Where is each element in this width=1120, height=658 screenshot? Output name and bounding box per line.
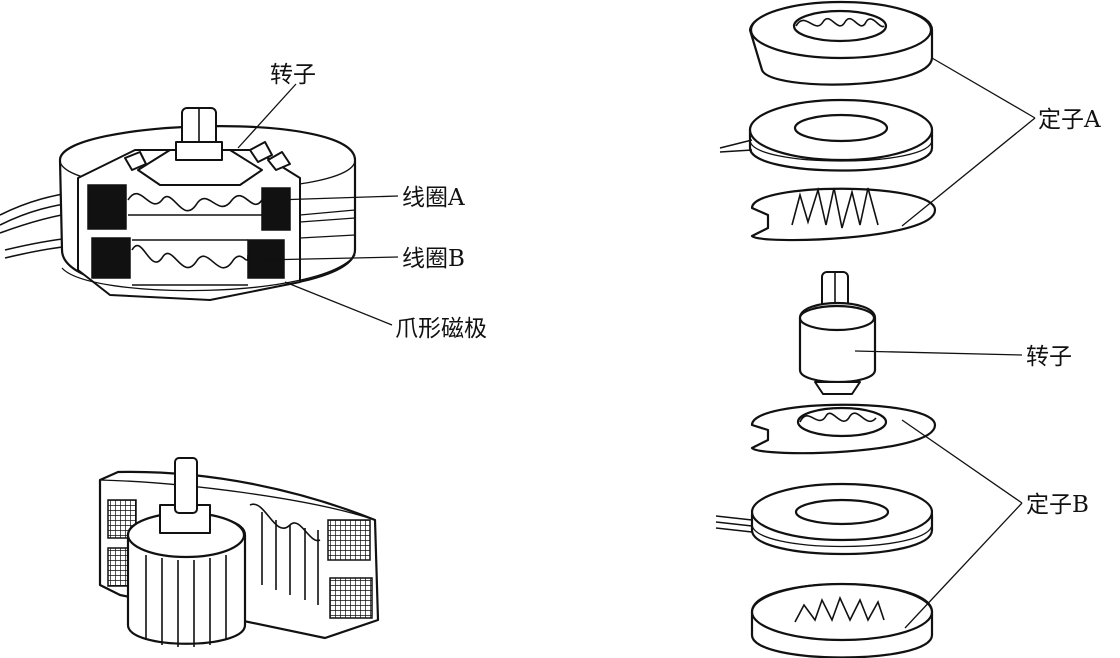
stator-b-coil-ring [715,482,934,556]
claw-poles-lower [131,244,249,269]
stator-a-top-ring [748,0,934,86]
stator-b-bottom-cup [750,582,934,658]
label-coil-a: 线圈A [402,185,465,211]
rotor-exploded [798,271,877,395]
stator-a-coil-ring [719,98,934,172]
label-claw-pole: 爪形磁极 [395,316,487,342]
housing-vent-right-top [327,519,371,561]
coil-a-block-right [261,187,291,231]
label-stator-a: 定子A [1038,107,1101,133]
label-rotor-right: 转子 [1026,344,1072,370]
coil-b-block-left [91,237,131,279]
coil-a-block-left [87,184,127,230]
assembled-motor-cutaway [0,83,399,326]
stator-a-claw-plate [750,186,937,242]
label-rotor-top: 转子 [270,62,316,88]
label-coil-b: 线圈B [402,246,465,272]
exploded-view [715,0,1036,658]
stator-b-claw-plate [750,403,937,455]
motor-shaft-perspective [174,457,198,514]
motor-perspective-view [98,457,380,647]
claw-poles-upper [127,192,263,212]
housing-vent-right-bottom [329,577,373,619]
label-stator-b: 定子B [1026,492,1089,518]
